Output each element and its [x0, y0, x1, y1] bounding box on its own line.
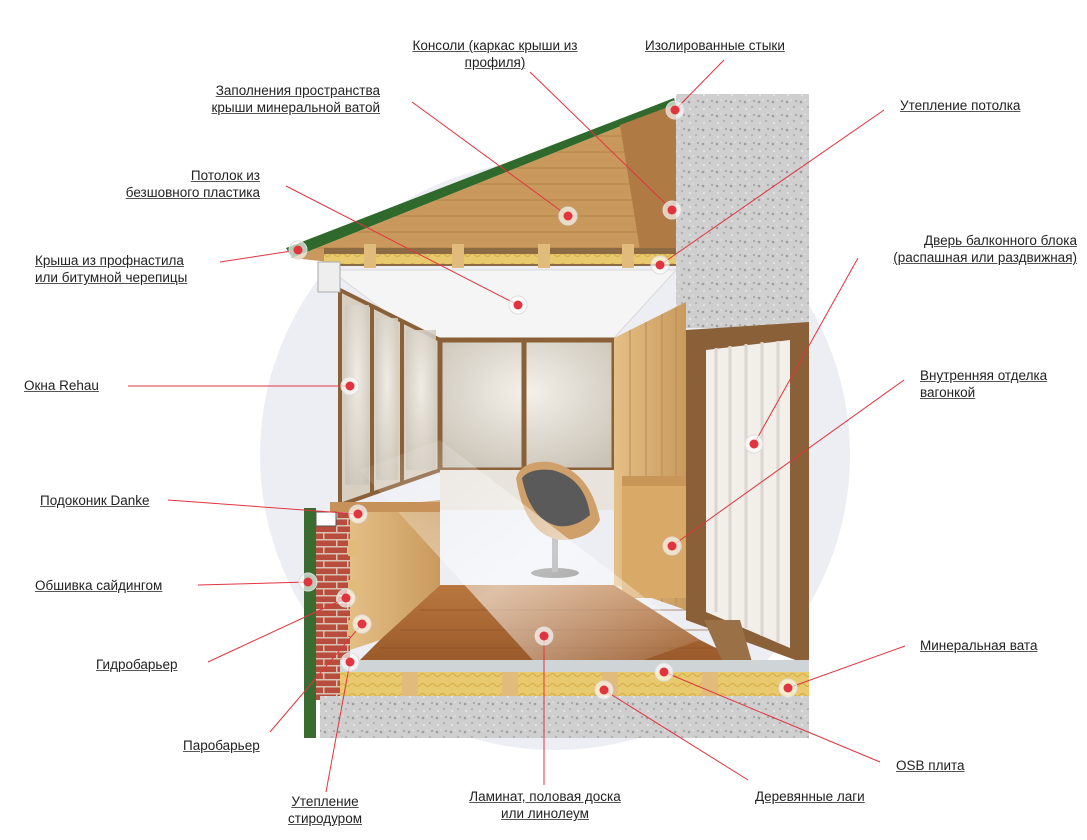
marker-hydrobarrier: [342, 594, 351, 603]
window-sill: [330, 502, 440, 512]
label-joists: Деревянные лаги: [755, 788, 865, 805]
label-roof: Крыша из профнастилаили битумной черепиц…: [35, 252, 187, 286]
label-interior: Внутренняя отделкавагонкой: [920, 367, 1047, 401]
leader-line-roof: [220, 250, 298, 262]
label-windows: Окна Rehau: [24, 377, 99, 394]
marker-roof: [294, 246, 303, 255]
exterior-outer-strip: [304, 508, 316, 738]
marker-ceiling-insulation: [656, 261, 665, 270]
marker-siding: [304, 578, 313, 587]
marker-osb: [660, 668, 669, 677]
marker-sill: [354, 510, 363, 519]
label-consoles: Консоли (каркас крыши изпрофиля): [398, 37, 592, 71]
marker-mineral-wool: [784, 684, 793, 693]
marker-door: [750, 440, 759, 449]
marker-laminate: [540, 632, 549, 641]
label-ceiling-insulation: Утепление потолка: [900, 97, 1020, 114]
label-siding: Обшивка сайдингом: [35, 577, 162, 594]
marker-roof-fill: [564, 212, 573, 221]
window-sill-vent: [316, 512, 336, 526]
label-door: Дверь балконного блока(распашная или раз…: [850, 232, 1077, 266]
label-vaporbarrier: Паробарьер: [183, 737, 260, 754]
label-ceiling: Потолок избезшовного пластика: [96, 167, 260, 201]
back-window: [440, 340, 614, 470]
marker-windows: [346, 382, 355, 391]
marker-consoles: [668, 206, 677, 215]
concrete-wall: [676, 94, 809, 328]
label-roof-fill: Заполнения пространствакрыши минеральной…: [180, 82, 380, 116]
marker-ceiling: [514, 301, 523, 310]
marker-styrodur: [346, 658, 355, 667]
marker-interior: [668, 542, 677, 551]
label-laminate: Ламинат, половая доскаили линолеум: [448, 788, 642, 822]
label-sill: Подоконик Danke: [40, 492, 150, 509]
label-isolated-joints: Изолированные стыки: [645, 37, 785, 54]
label-osb: OSB плита: [896, 757, 965, 774]
label-styrodur: Утеплениестиродуром: [270, 793, 380, 827]
marker-joints: [671, 106, 680, 115]
marker-joists: [600, 686, 609, 695]
label-mineral-wool: Минеральная вата: [920, 637, 1037, 654]
marker-vaporbarrier: [358, 620, 367, 629]
label-hydrobarrier: Гидробарьер: [96, 656, 177, 673]
roof: [286, 98, 676, 268]
